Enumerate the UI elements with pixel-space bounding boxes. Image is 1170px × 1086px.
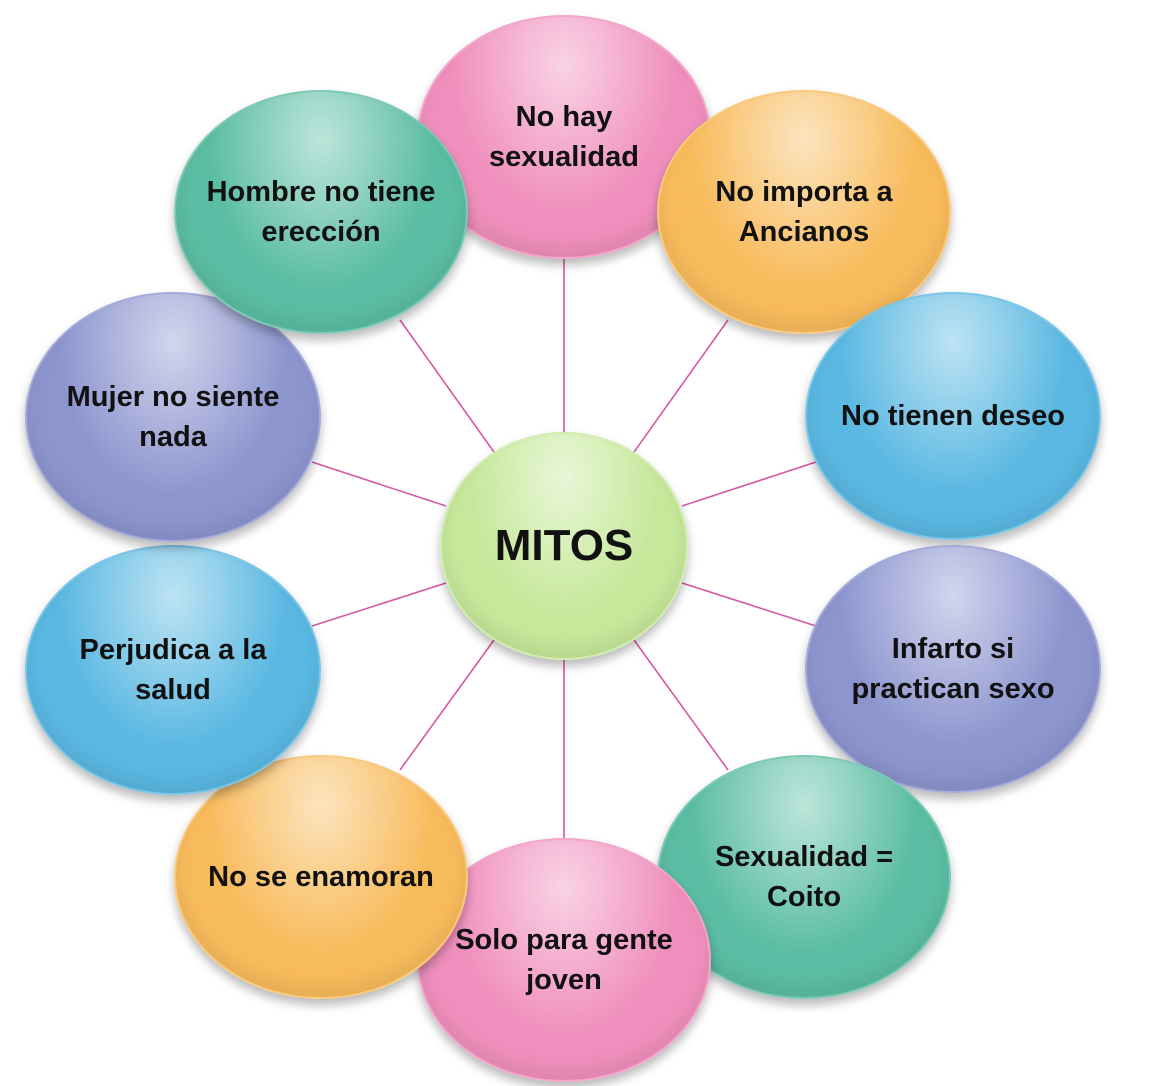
connector-right1 [681,461,817,507]
node-label: No hay sexualidad [489,101,639,173]
node-label: No se enamoran [208,861,434,893]
hub-label: MITOS [494,521,634,570]
node-no-se-enamoran: No se enamoran [174,755,468,999]
node-label: Sexualidad = Coito [714,841,894,913]
connector-left1 [311,461,447,507]
node-infarto-si-practican-sexo: Infarto si practican sexo [805,545,1101,793]
connector-botleft [399,639,495,771]
node-sexualidad-coito: Sexualidad = Coito [657,755,951,999]
node-label: No tienen deseo [841,400,1065,432]
connector-left2 [311,582,447,627]
node-label: No importa a Ancianos [715,176,893,248]
node-mujer-no-siente-nada: Mujer no siente nada [25,292,321,542]
connector-topright [633,319,729,453]
hub-node-mitos: MITOS [440,432,688,660]
node-label: Infarto si practican sexo [851,633,1055,705]
node-label: Hombre no tiene erección [206,176,436,248]
node-perjudica-a-la-salud: Perjudica a la salud [25,545,321,795]
connector-topleft [399,319,495,453]
node-hombre-no-tiene-ereccion: Hombre no tiene erección [174,90,468,334]
connector-right2 [681,582,817,627]
node-label: Perjudica a la salud [79,634,267,706]
node-no-importa-a-ancianos: No importa a Ancianos [657,90,951,334]
node-label: Solo para gente joven [455,924,673,996]
node-label: Mujer no siente nada [66,381,280,453]
node-no-tienen-deseo: No tienen deseo [805,292,1101,540]
connector-botright [633,639,729,771]
